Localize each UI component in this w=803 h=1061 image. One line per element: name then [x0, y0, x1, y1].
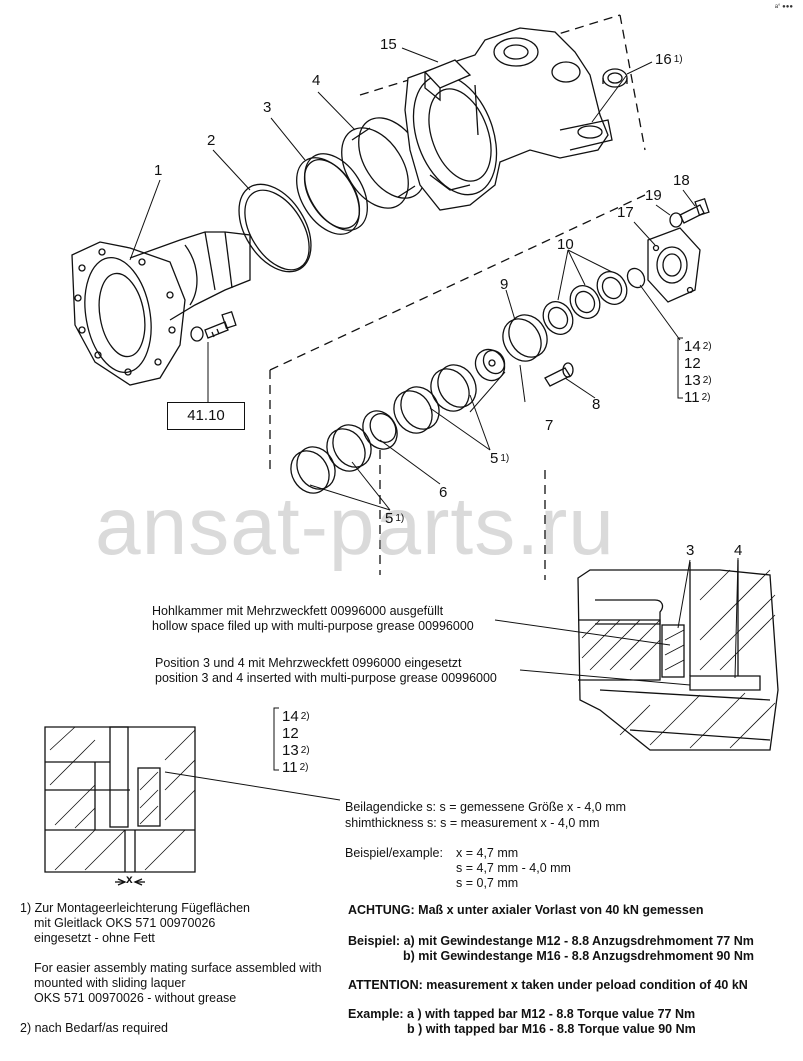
detail-leaders: [164, 557, 739, 801]
callout-1: 1: [154, 162, 163, 179]
callout-4: 4: [312, 72, 321, 89]
dimension-x-label: x: [126, 872, 133, 886]
reference-box: 41.10: [167, 402, 245, 430]
footnote-1-en-line1: For easier assembly mating surface assem…: [34, 961, 322, 975]
callout-9: 9: [500, 276, 509, 293]
callout-15: 15: [380, 36, 397, 53]
corner-mark: a° ●●●: [774, 4, 793, 10]
example-x: x = 4,7 mm: [456, 846, 519, 860]
callout-3: 3: [263, 99, 272, 116]
footnote-1-en-line3: OKS 571 00970026 - without grease: [34, 991, 237, 1005]
callout-18: 18: [673, 172, 690, 189]
detail-section-left: [44, 726, 196, 886]
example-label: Beispiel/example:: [345, 846, 443, 860]
detail-section-right: [577, 560, 779, 751]
o-ring-part-2: [238, 183, 312, 273]
shim-brackets: [273, 337, 683, 771]
callout-6: 6: [439, 484, 448, 501]
shim-list-item: 12: [684, 355, 701, 372]
detail-label-3: 3: [686, 542, 695, 559]
callout-17: 17: [617, 204, 634, 221]
callout-8: 8: [592, 396, 601, 413]
callout-7: 7: [545, 417, 554, 434]
footnote-1-de-line3: eingesetzt - ohne Fett: [34, 931, 155, 945]
grease-note-en: hollow space filed up with multi-purpose…: [152, 619, 474, 633]
attention-note: ATTENTION: measurement x taken under pel…: [348, 978, 748, 992]
callout-19: 19: [645, 187, 662, 204]
screw-part-8: [544, 362, 574, 387]
position-note-de: Position 3 und 4 mit Mehrzweckfett 09960…: [155, 656, 462, 670]
grease-note-de: Hohlkammer mit Mehrzweckfett 00996000 au…: [152, 604, 444, 618]
watermark: ansat-parts.ru: [95, 481, 615, 572]
callout-10: 10: [557, 236, 574, 253]
position-note-en: position 3 and 4 inserted with multi-pur…: [155, 671, 497, 685]
example-a: Example: a ) with tapped bar M12 - 8.8 T…: [348, 1007, 696, 1021]
callout-2: 2: [207, 132, 216, 149]
ring-part-3: [296, 153, 368, 235]
hub-bolt: [190, 310, 237, 342]
example-s-calc: s = 4,7 mm - 4,0 mm: [456, 861, 571, 875]
ring-part-9: [502, 314, 548, 362]
housing-part-15: [404, 27, 613, 211]
ring-stack-lower: [290, 364, 477, 494]
beispiel-a: Beispiel: a) mit Gewindestange M12 - 8.8…: [348, 934, 754, 948]
shim-formula-en: shimthickness s: s = measurement x - 4,0…: [345, 816, 600, 830]
footnote-1-de-line1: 1) Zur Montageerleichterung Fügeflächen: [20, 901, 250, 915]
detail-label-4: 4: [734, 542, 743, 559]
footnote-1-de-line2: mit Gleitlack OKS 571 00970026: [34, 916, 216, 930]
detail-hatching-left: [49, 726, 196, 871]
example-b: b ) with tapped bar M16 - 8.8 Torque val…: [407, 1022, 696, 1036]
shims-part-10: [542, 267, 646, 335]
bolt-part-18: [679, 197, 710, 224]
shim-list-item: 12: [282, 725, 299, 742]
footnote-1-en-line2: mounted with sliding laquer: [34, 976, 186, 990]
footnote-2: 2) nach Bedarf/as required: [20, 1021, 169, 1035]
leader-lines: [129, 47, 696, 511]
washer-part-19: [669, 212, 683, 228]
cover-part-17: [647, 227, 701, 303]
achtung-note: ACHTUNG: Maß x unter axialer Vorlast von…: [348, 903, 704, 917]
hub-flange-part-1: [71, 231, 251, 386]
example-s-result: s = 0,7 mm: [456, 876, 519, 890]
beispiel-b: b) mit Gewindestange M16 - 8.8 Anzugsdre…: [403, 949, 754, 963]
shim-formula-de: Beilagendicke s: s = gemessene Größe x -…: [345, 800, 627, 814]
nut-part-7: [474, 348, 506, 382]
ring-part-16: [602, 68, 628, 88]
detail-hatching-right: [581, 569, 776, 749]
